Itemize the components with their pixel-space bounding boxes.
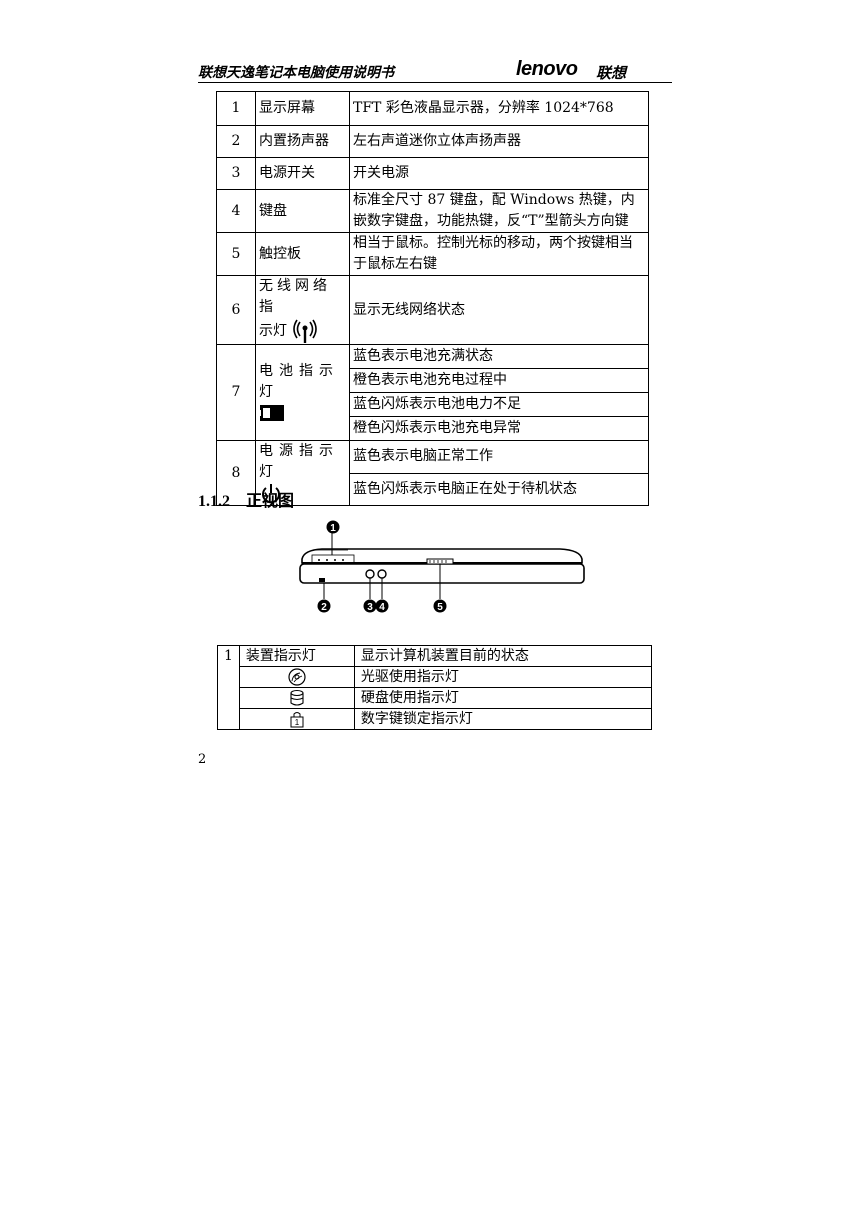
section-number: 1.1.2 [198, 493, 230, 510]
icon-cell [238, 666, 355, 688]
table-row: 1 数字键锁定指示灯 [218, 708, 652, 730]
lenovo-logo-cn: 联想 [596, 64, 627, 82]
status-desc: 橙色闪烁表示电池充电异常 [349, 416, 649, 441]
indicator-group-desc: 显示计算机装置目前的状态 [353, 645, 652, 667]
table-row: 2 内置扬声器 左右声道迷你立体声扬声器 [216, 125, 649, 158]
status-desc: 橙色表示电池充电过程中 [349, 368, 649, 393]
status-desc: 蓝色表示电脑正常工作 [349, 440, 649, 474]
table-row: 1 显示屏幕 TFT 彩色液晶显示器，分辨率 1024*768 [216, 91, 649, 126]
component-name: 触控板 [255, 232, 350, 276]
row-number: 6 [216, 275, 256, 345]
callout-label-1: 1 [330, 523, 336, 534]
hard-disk-icon [290, 689, 304, 706]
row-number: 1 [216, 91, 256, 126]
battery-icon [259, 405, 284, 421]
indicator-desc: 数字键锁定指示灯 [353, 708, 652, 730]
component-name: 无线网络指 示灯 [255, 275, 350, 345]
component-desc: 开关电源 [349, 157, 649, 190]
table-row: 3 电源开关 开关电源 [216, 157, 649, 190]
component-name-text: 电池指示灯 [259, 363, 339, 400]
table-row: 光驱使用指示灯 [218, 666, 652, 688]
table-row: 蓝色闪烁表示电池电力不足 [217, 392, 649, 417]
num-lock-icon: 1 [290, 712, 304, 728]
table-row: 7 电池指示灯 蓝色表示电池充满状态 [216, 344, 649, 441]
manual-title: 联想天逸笔记本电脑使用说明书 [198, 65, 394, 81]
section-heading: 1.1.2 正视图 [198, 487, 294, 511]
component-name-line1: 无线网络指 [259, 278, 331, 315]
num-lock-label: 1 [295, 718, 300, 727]
component-name: 显示屏幕 [255, 91, 350, 126]
callout-label-4: 4 [379, 602, 385, 613]
row-number: 1 [217, 645, 240, 730]
callout-badge-1 [326, 520, 340, 534]
table-row: 8 电源指示灯 蓝色表示电脑正常工作 [216, 440, 649, 506]
status-desc: 蓝色闪烁表示电脑正在处于待机状态 [349, 472, 649, 506]
callout-badge-5 [433, 599, 447, 613]
table-row: 6 无线网络指 示灯 显示无线网络状态 [216, 275, 649, 345]
table-row: 橙色闪烁表示电池充电异常 [217, 416, 649, 441]
row-number: 5 [216, 232, 256, 276]
row-number: 7 [216, 344, 256, 441]
component-name: 电源指示灯 [255, 440, 350, 506]
component-name: 内置扬声器 [255, 125, 350, 158]
table-row: 5 触控板 相当于鼠标。控制光标的移动，两个按键相当于鼠标左右键 [216, 232, 649, 276]
component-desc: 左右声道迷你立体声扬声器 [349, 125, 649, 158]
callout-badge-2 [317, 599, 331, 613]
row-number: 2 [216, 125, 256, 158]
icon-cell: 1 [238, 708, 355, 730]
callout-label-3: 3 [367, 602, 373, 613]
status-desc: 蓝色表示电池充满状态 [349, 344, 649, 369]
wireless-antenna-icon [293, 319, 318, 343]
indicator-group-name: 装置指示灯 [238, 645, 355, 667]
power-icon [262, 484, 280, 504]
status-desc: 蓝色闪烁表示电池电力不足 [349, 392, 649, 417]
optical-drive-icon [288, 668, 306, 686]
component-desc: 显示无线网络状态 [349, 275, 649, 345]
table-row: 1 装置指示灯 显示计算机装置目前的状态 [217, 645, 652, 730]
component-name: 键盘 [255, 189, 350, 233]
callout-label-5: 5 [437, 602, 443, 613]
component-desc: 标准全尺寸 87 键盘，配 Windows 热键，内嵌数字键盘，功能热键，反“T… [349, 189, 649, 233]
row-number: 4 [216, 189, 256, 233]
lenovo-logo: lenovo [516, 58, 578, 80]
component-name-text: 电源指示灯 [259, 443, 339, 480]
indicator-desc: 光驱使用指示灯 [353, 666, 652, 688]
component-name: 电源开关 [255, 157, 350, 190]
component-name: 电池指示灯 [255, 344, 350, 441]
callout-label-2: 2 [321, 602, 327, 613]
device-indicator-table: 1 装置指示灯 显示计算机装置目前的状态 光驱使用指示灯 硬盘使用指示灯 [217, 645, 652, 730]
table-row: 橙色表示电池充电过程中 [217, 368, 649, 393]
icon-cell [238, 687, 355, 709]
row-number: 3 [216, 157, 256, 190]
component-name-line2: 示灯 [259, 323, 287, 339]
callout-badge-4 [375, 599, 389, 613]
table-row: 蓝色闪烁表示电脑正在处于待机状态 [217, 472, 649, 506]
table-row: 4 键盘 标准全尺寸 87 键盘，配 Windows 热键，内嵌数字键盘，功能热… [216, 189, 649, 233]
table-row: 硬盘使用指示灯 [218, 687, 652, 709]
callout-badge-3 [363, 599, 377, 613]
section-title: 正视图 [246, 491, 295, 510]
component-desc: TFT 彩色液晶显示器，分辨率 1024*768 [349, 91, 649, 126]
page-header: 联想天逸笔记本电脑使用说明书 lenovo 联想 [198, 58, 672, 83]
indicator-desc: 硬盘使用指示灯 [353, 687, 652, 709]
front-view-figure: 1 2 3 4 5 [299, 520, 585, 613]
page-number: 2 [198, 752, 207, 767]
component-desc: 相当于鼠标。控制光标的移动，两个按键相当于鼠标左右键 [349, 232, 649, 276]
spec-table: 1 显示屏幕 TFT 彩色液晶显示器，分辨率 1024*768 2 内置扬声器 … [216, 91, 649, 506]
